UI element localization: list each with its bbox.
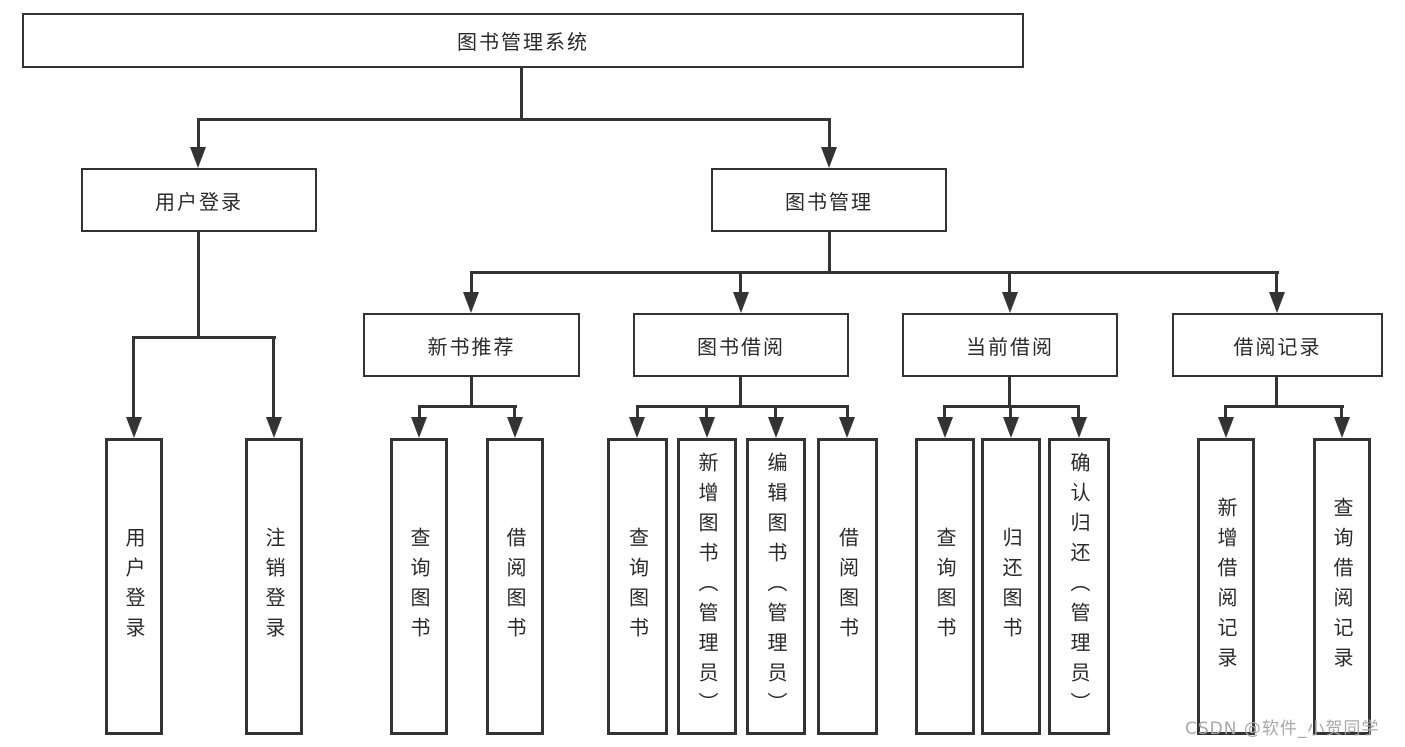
node-book-borrow-label: 图书借阅	[697, 334, 785, 359]
connector-drop-borrow-records	[1275, 271, 1278, 300]
arrowhead-book-mgmt	[821, 147, 837, 168]
leaf-user-login: 用户登录	[105, 438, 163, 735]
connector-drop	[943, 405, 946, 421]
arrowhead-leaf	[768, 417, 784, 438]
node-current-borrow-label: 当前借阅	[966, 334, 1054, 359]
node-root-label: 图书管理系统	[457, 30, 589, 54]
connector-bookborrow-split	[636, 405, 849, 408]
connector-drop	[1340, 405, 1343, 421]
connector-drop-book-mgmt	[828, 118, 831, 150]
node-user-login: 用户登录	[81, 168, 317, 232]
leaf-records-query-label: 查询借阅记录	[1330, 496, 1354, 677]
arrowhead-leaf	[629, 417, 645, 438]
leaf-newbooks-borrow-label: 借阅图书	[503, 526, 527, 647]
node-borrow-records: 借阅记录	[1172, 313, 1383, 377]
leaf-bookborrow-add-label: 新增图书（管理员）	[695, 451, 719, 722]
connector-drop-user-login	[197, 118, 200, 150]
arrowhead-book-borrow	[733, 292, 749, 313]
arrowhead-borrow-records	[1269, 292, 1285, 313]
arrowhead-leaf	[507, 417, 523, 438]
connector-userlogin-split	[133, 336, 276, 339]
leaf-newbooks-query: 查询图书	[390, 438, 448, 735]
connector-newbooks-stem	[470, 377, 473, 407]
leaf-bookborrow-borrow-label: 借阅图书	[835, 526, 860, 647]
connector-drop	[1224, 405, 1227, 421]
connector-drop	[1077, 405, 1080, 421]
leaf-records-add: 新增借阅记录	[1197, 438, 1255, 735]
leaf-bookborrow-edit-label: 编辑图书（管理员）	[764, 451, 788, 722]
csdn-watermark: CSDN @软件_小贺同学	[1185, 719, 1380, 739]
leaf-records-query: 查询借阅记录	[1313, 438, 1371, 735]
leaf-logout: 注销登录	[245, 438, 303, 735]
connector-drop-leaf-login	[132, 336, 135, 420]
node-borrow-records-label: 借阅记录	[1233, 334, 1322, 359]
connector-level1-bus	[197, 118, 831, 121]
node-book-mgmt: 图书管理	[711, 168, 947, 232]
connector-drop	[513, 405, 516, 421]
leaf-current-confirm: 确认归还（管理员）	[1048, 438, 1110, 735]
leaf-current-query: 查询图书	[915, 438, 975, 735]
connector-drop-current-borrow	[1008, 271, 1011, 300]
arrowhead-current-borrow	[1002, 292, 1018, 313]
connector-drop-book-borrow	[739, 271, 742, 300]
connector-borrowrecords-stem	[1275, 377, 1278, 407]
connector-drop	[846, 405, 849, 421]
connector-bookborrow-stem	[739, 377, 742, 407]
node-current-borrow: 当前借阅	[902, 313, 1118, 377]
node-book-borrow: 图书借阅	[633, 313, 849, 377]
leaf-bookborrow-borrow: 借阅图书	[817, 438, 878, 735]
node-user-login-label: 用户登录	[155, 189, 243, 214]
leaf-records-add-label: 新增借阅记录	[1214, 496, 1238, 677]
leaf-current-confirm-label: 确认归还（管理员）	[1067, 451, 1091, 722]
connector-drop	[636, 405, 639, 421]
connector-root-trunk	[520, 68, 523, 120]
arrowhead-leaf	[1003, 417, 1019, 438]
arrowhead-new-books	[463, 292, 479, 313]
connector-drop	[774, 405, 777, 421]
arrowhead-leaf-logout	[266, 417, 282, 438]
connector-drop	[418, 405, 421, 421]
leaf-current-return-label: 归还图书	[999, 526, 1023, 647]
leaf-bookborrow-query-label: 查询图书	[625, 526, 650, 647]
leaf-current-return: 归还图书	[981, 438, 1041, 735]
connector-bookmgmt-stem	[828, 232, 831, 273]
arrowhead-leaf	[1218, 417, 1234, 438]
connector-drop	[1009, 405, 1012, 421]
arrowhead-leaf	[937, 417, 953, 438]
arrowhead-leaf-login	[126, 417, 142, 438]
leaf-bookborrow-query: 查询图书	[607, 438, 668, 735]
leaf-logout-label: 注销登录	[262, 526, 286, 647]
leaf-current-query-label: 查询图书	[933, 526, 957, 647]
connector-level2-bus	[470, 271, 1279, 274]
connector-drop-leaf-logout	[272, 336, 275, 420]
leaf-newbooks-query-label: 查询图书	[407, 526, 431, 647]
connector-newbooks-split	[418, 405, 517, 408]
arrowhead-leaf	[411, 417, 427, 438]
connector-borrowrecords-split	[1225, 405, 1344, 408]
node-book-mgmt-label: 图书管理	[785, 189, 873, 214]
leaf-user-login-label: 用户登录	[122, 526, 146, 647]
connector-currentborrow-split	[944, 405, 1080, 408]
node-new-books: 新书推荐	[363, 313, 580, 377]
node-root: 图书管理系统	[22, 13, 1024, 68]
leaf-bookborrow-add: 新增图书（管理员）	[677, 438, 737, 735]
connector-userlogin-stem	[197, 232, 200, 338]
leaf-newbooks-borrow: 借阅图书	[486, 438, 544, 735]
connector-currentborrow-stem	[1008, 377, 1011, 407]
leaf-bookborrow-edit: 编辑图书（管理员）	[746, 438, 806, 735]
connector-drop-new-books	[470, 271, 473, 300]
arrowhead-leaf	[699, 417, 715, 438]
node-new-books-label: 新书推荐	[427, 334, 516, 359]
arrowhead-leaf	[1334, 417, 1350, 438]
arrowhead-leaf	[1071, 417, 1087, 438]
arrowhead-leaf	[839, 417, 855, 438]
arrowhead-user-login	[190, 147, 206, 168]
connector-drop	[705, 405, 708, 421]
